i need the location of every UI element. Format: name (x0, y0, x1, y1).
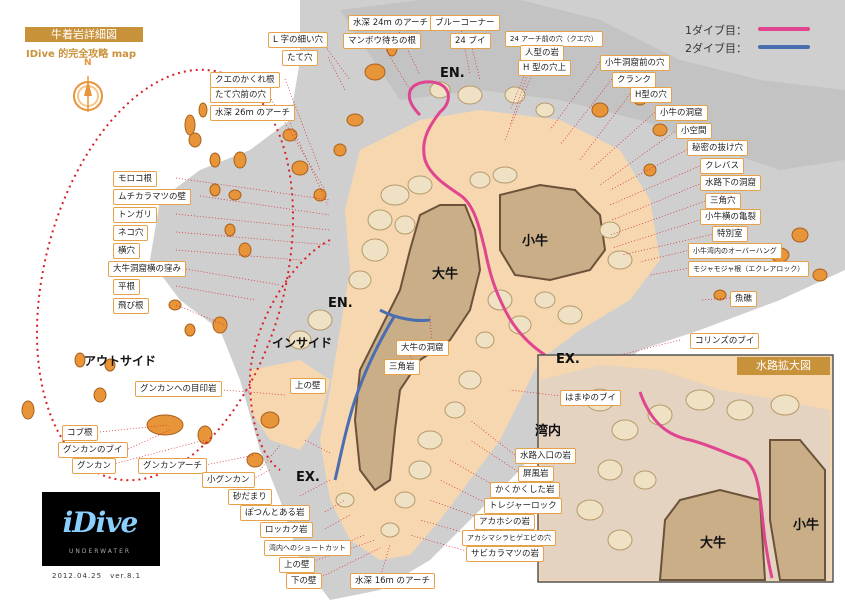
exit-bottom-label: EX. (296, 470, 320, 485)
point-label: 水深 24m のアーチ (348, 15, 433, 31)
point-label: 小牛湾内のオーバーハング (688, 243, 782, 259)
inside-dotted-area (248, 239, 331, 471)
point-label: 人型の岩 (520, 45, 565, 61)
point-label: マンボウ待ちの根 (343, 33, 422, 49)
point-label: 大牛洞窟横の窪み (108, 261, 187, 277)
point-label: 湾内へのショートカット (264, 540, 351, 556)
point-label: コブ根 (62, 425, 98, 441)
point-label: 上の壁 (279, 557, 315, 573)
idive-logo-sub: UNDERWATER (68, 548, 132, 555)
point-label: 屏風岩 (518, 466, 554, 482)
koushi-label: 小牛 (522, 234, 549, 249)
point-label: 三角穴 (705, 193, 741, 209)
point-label: グンカン (72, 458, 117, 474)
point-label: 飛び根 (113, 298, 149, 314)
point-label: グンカンアーチ (138, 458, 207, 474)
compass-icon (73, 76, 103, 112)
point-label: H 型の穴上 (518, 60, 572, 76)
point-label: 小空間 (676, 123, 712, 139)
point-label: モロコ根 (113, 171, 158, 187)
entry-left-label: EN. (328, 296, 353, 311)
inset-koushi-label: 小牛 (793, 518, 820, 533)
inset-oushi-label: 大牛 (700, 536, 727, 551)
dive2-legend-label: 2ダイブ目： (685, 42, 747, 55)
wannai-label: 湾内 (535, 424, 562, 439)
point-label: ロッカク岩 (260, 522, 313, 538)
point-label: クランク (612, 72, 657, 88)
point-label: 水深 26m のアーチ (210, 105, 295, 121)
point-label: グンカンのブイ (58, 442, 128, 458)
point-label: クエのかくれ根 (210, 72, 280, 88)
point-label: 小牛横の亀裂 (700, 209, 762, 225)
point-label: サビカラマツの岩 (466, 546, 545, 562)
point-label: グンカンへの目印岩 (135, 381, 222, 397)
point-label: モジャモジャ根（エクレアロック） (688, 261, 810, 277)
point-label: 大牛の洞窟 (396, 340, 449, 356)
idive-logo-text: iDive (62, 506, 139, 539)
point-label: コリンズのブイ (690, 333, 760, 349)
point-label: アカホシの岩 (474, 514, 536, 530)
entry-top-label: EN. (440, 66, 465, 81)
outside-area-label: アウトサイド (84, 354, 157, 368)
point-label: 水深 16m のアーチ (350, 573, 435, 589)
dive1-route (407, 80, 546, 357)
dive1-legend-label: 1ダイブ目： (685, 24, 747, 37)
point-label: 砂だまり (228, 489, 272, 505)
point-label: 平根 (113, 279, 141, 295)
point-label: ぽつんとある岩 (240, 505, 310, 521)
point-label: トレジャーロック (484, 498, 562, 514)
map-subtitle: IDive 的完全攻略 map (26, 49, 137, 60)
point-label: ネコ穴 (113, 225, 149, 241)
point-label: 小牛洞窟前の穴 (600, 55, 670, 71)
koushi-rock (499, 183, 607, 282)
point-label: ブルーコーナー (430, 15, 500, 31)
point-label: 特別室 (712, 226, 748, 242)
point-label: 水路入口の岩 (515, 448, 577, 464)
version-label: 2012.04.25 ver.8.1 (52, 572, 142, 580)
point-label: L 字の細い穴 (268, 32, 328, 48)
point-label: 24 ブイ (450, 33, 491, 49)
point-label: 水路下の洞窟 (700, 175, 762, 191)
point-label: 小牛の洞窟 (655, 105, 708, 121)
outside-dotted-area (35, 68, 295, 482)
inside-area-label: インサイド (272, 336, 333, 350)
point-label: 横穴 (113, 243, 141, 259)
point-label: H型の穴 (630, 87, 672, 103)
oushi-label: 大牛 (432, 267, 459, 282)
point-label: 秘密の抜け穴 (687, 140, 749, 156)
point-label: はまゆのブイ (560, 390, 622, 406)
point-label: 小グンカン (202, 472, 255, 488)
map-title: 牛着岩詳細図 (25, 27, 143, 42)
point-label: たて穴前の穴 (210, 87, 272, 103)
inset-title: 水路拡大図 (737, 357, 830, 375)
point-label: 三角岩 (384, 359, 420, 375)
point-label: 上の壁 (290, 378, 326, 394)
point-label: たて穴 (282, 50, 318, 66)
exit-right-label: EX. (556, 352, 580, 367)
point-label: トンガリ (113, 207, 158, 223)
point-label: アカシマシラヒゲエビの穴 (462, 530, 556, 546)
point-label: かくかくした岩 (490, 482, 560, 498)
idive-logo (42, 492, 160, 566)
point-label: 魚礁 (730, 291, 758, 307)
point-label: クレバス (700, 158, 745, 174)
point-label: ムチカラマツの壁 (113, 189, 192, 205)
dive2-route (333, 308, 431, 481)
point-label: 下の壁 (286, 573, 322, 589)
compass-north-label: N (84, 58, 92, 68)
